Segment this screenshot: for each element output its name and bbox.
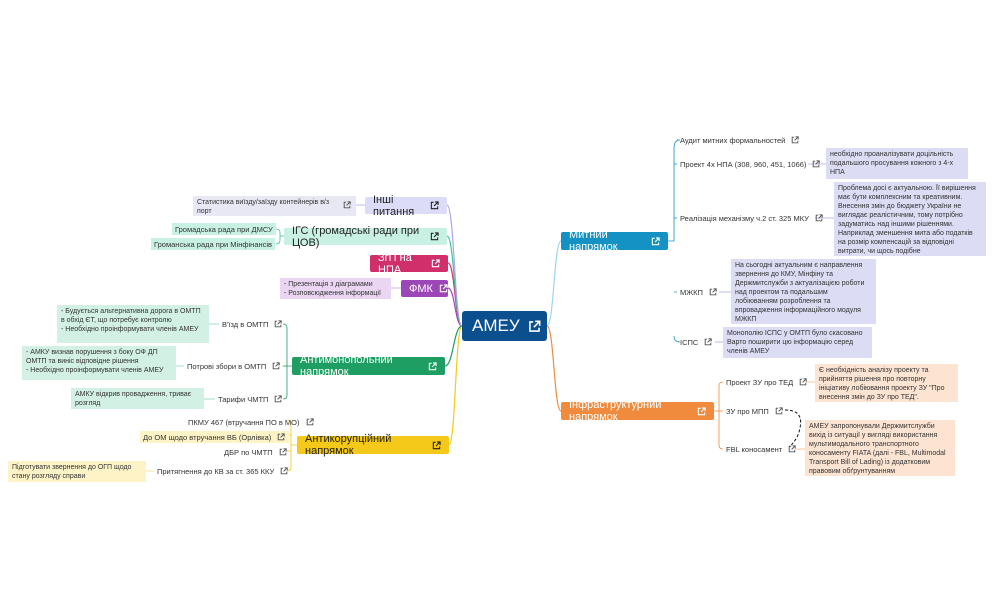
external-link-icon[interactable] <box>815 213 824 223</box>
antimono-item-3-note: АМКУ відкрив провадження, триває розгляд <box>71 388 204 409</box>
infra-zu-ted-note: Є необхідність аналізу проекту та прийня… <box>815 364 958 402</box>
external-link-icon[interactable] <box>528 320 541 333</box>
customs-topic-label: Митний напрямок <box>569 229 618 253</box>
anticorr-item-1[interactable]: ПКМУ 467 (втручання ПО в МО) <box>185 416 318 428</box>
customs-topic[interactable]: Митний напрямок <box>561 229 668 253</box>
anticorr-item-4[interactable]: Притягнення до КВ за ст. 365 ККУ <box>154 465 292 477</box>
root-to-anticorr-line <box>448 325 463 446</box>
anticorr-topic-label: Антикорупційний напрямок <box>305 433 392 457</box>
customs-isps-note: Монополію ІСПС у ОМТП було скасовано Вар… <box>723 327 872 358</box>
external-link-icon[interactable] <box>791 135 800 145</box>
other-item-1[interactable]: Статистика виїзду/заїзду контейнерів в/з… <box>193 196 356 216</box>
external-link-icon[interactable] <box>709 287 718 297</box>
external-link-icon[interactable] <box>277 432 286 442</box>
external-link-icon[interactable] <box>306 417 315 427</box>
infra-relation-line <box>784 409 802 448</box>
customs-mzhkp-item[interactable]: МЖКП <box>677 286 721 298</box>
external-link-icon[interactable] <box>788 444 797 454</box>
fmk-topic[interactable]: ФМК <box>401 280 448 297</box>
infra-zu-ted-item[interactable]: Проект ЗУ про ТЕД <box>723 376 811 388</box>
zgp-topic[interactable]: ЗгП на НПА <box>370 252 448 276</box>
root-topic-label: АМЕУ <box>472 316 520 335</box>
antimono-item-1[interactable]: В'їзд в ОМТП <box>219 318 286 330</box>
infra-topic-label: Інфраструктурний напрямок <box>569 399 662 423</box>
external-link-icon[interactable] <box>432 440 441 450</box>
external-link-icon[interactable] <box>651 236 660 246</box>
infra-zu-mpp-label: ЗУ про МПП <box>726 406 769 416</box>
external-link-icon[interactable] <box>280 466 289 476</box>
customs-isps-label: ІСПС <box>680 337 699 347</box>
external-link-icon[interactable] <box>799 377 808 387</box>
zgp-topic-label: ЗгП на НПА <box>378 251 412 276</box>
infra-fbl-label: FBL коносамент <box>726 444 783 454</box>
external-link-icon[interactable] <box>812 159 821 169</box>
customs-project4-note: необхідно проаналізувати доцільність под… <box>826 148 968 179</box>
customs-mechanism-note: Проблема досі є актуальною. Її вирішення… <box>834 182 986 256</box>
external-link-icon[interactable] <box>430 201 439 210</box>
antimono-item-3[interactable]: Тарифи ЧМТП <box>215 393 286 405</box>
customs-audit-label: Аудит митних формальностей <box>680 135 786 145</box>
external-link-icon[interactable] <box>343 201 352 210</box>
external-link-icon[interactable] <box>274 394 283 404</box>
igs-item-2[interactable]: Громанська рада при Мінфінансів <box>151 238 276 250</box>
customs-isps-item[interactable]: ІСПС <box>677 336 716 348</box>
root-to-igs-line <box>446 235 463 327</box>
antimono-bracket-line <box>282 323 292 400</box>
customs-mechanism-item[interactable]: Реалізація механізму ч.2 ст. 325 МКУ <box>677 212 827 224</box>
anticorr-topic[interactable]: Антикорупційний напрямок <box>297 433 449 457</box>
external-link-icon[interactable] <box>697 406 706 416</box>
customs-mzhkp-label: МЖКП <box>680 287 703 297</box>
customs-mechanism-label: Реалізація механізму ч.2 ст. 325 МКУ <box>680 213 809 223</box>
antimono-topic[interactable]: Антимонопольний напрямок <box>292 354 445 378</box>
external-link-icon[interactable] <box>775 406 784 416</box>
external-link-icon[interactable] <box>272 361 281 371</box>
root-topic[interactable]: АМЕУ <box>462 311 547 341</box>
antimono-item-2-note: - АМКУ визнав порушення з боку ОФ ДП ОМТ… <box>22 346 176 380</box>
external-link-icon[interactable] <box>430 232 439 241</box>
antimono-item-1-note: - Будується альтернативна дорога в ОМТП … <box>57 305 209 343</box>
root-to-antimono-line <box>444 325 463 367</box>
infra-fbl-item[interactable]: FBL коносамент <box>723 443 800 455</box>
external-link-icon[interactable] <box>431 259 440 268</box>
external-link-icon[interactable] <box>279 447 288 457</box>
customs-project4-item[interactable]: Проект 4х НПА (308, 960, 451, 1066) <box>677 158 824 170</box>
anticorr-item-3[interactable]: ДБР по ЧМТП <box>221 446 291 458</box>
external-link-icon[interactable] <box>274 319 283 329</box>
external-link-icon[interactable] <box>428 361 437 371</box>
fmk-topic-label: ФМК <box>409 282 433 295</box>
igs-item-1[interactable]: Громадська рада при ДМСУ <box>172 223 276 235</box>
infra-topic[interactable]: Інфраструктурний напрямок <box>561 399 714 423</box>
antimono-item-2[interactable]: Потрові збори в ОМТП <box>184 360 284 372</box>
external-link-icon[interactable] <box>439 284 448 293</box>
anticorr-bracket-line <box>286 419 297 472</box>
external-link-icon[interactable] <box>704 337 713 347</box>
root-to-other-line <box>446 204 463 327</box>
customs-mzhkp-note: На сьогодні актуальним є направлення зве… <box>731 259 876 324</box>
customs-project4-label: Проект 4х НПА (308, 960, 451, 1066) <box>680 159 807 169</box>
root-to-infra-line <box>546 325 562 412</box>
igs-topic-label: ІГС (громадські ради при ЦОВ) <box>292 224 420 249</box>
infra-zu-mpp-item[interactable]: ЗУ про МПП <box>723 405 787 417</box>
infra-fbl-note: АМЕУ запропонували Держмитслужби вихід і… <box>805 420 955 476</box>
other-topic[interactable]: Інші питання <box>365 194 447 218</box>
fmk-note: - Презентація з діаграмами - Розповсюдже… <box>280 278 391 299</box>
infra-bracket-line <box>714 381 724 450</box>
igs-topic[interactable]: ІГС (громадські ради при ЦОВ) <box>284 225 447 249</box>
igs-bracket-line <box>275 228 284 245</box>
antimono-topic-label: Антимонопольний напрямок <box>300 354 393 378</box>
anticorr-item-2[interactable]: До ОМ щодо втручання ВБ (Орлівка) <box>140 431 290 443</box>
customs-branch-ticks <box>673 163 681 343</box>
customs-audit-item[interactable]: Аудит митних формальностей <box>677 134 803 146</box>
infra-zu-ted-label: Проект ЗУ про ТЕД <box>726 377 794 387</box>
anticorr-item-4-note: Підготувати звернення до ОГП щодо стану … <box>8 461 146 482</box>
root-to-customs-line <box>546 240 562 327</box>
customs-bracket-line <box>668 139 681 242</box>
other-topic-label: Інші питання <box>373 193 415 218</box>
